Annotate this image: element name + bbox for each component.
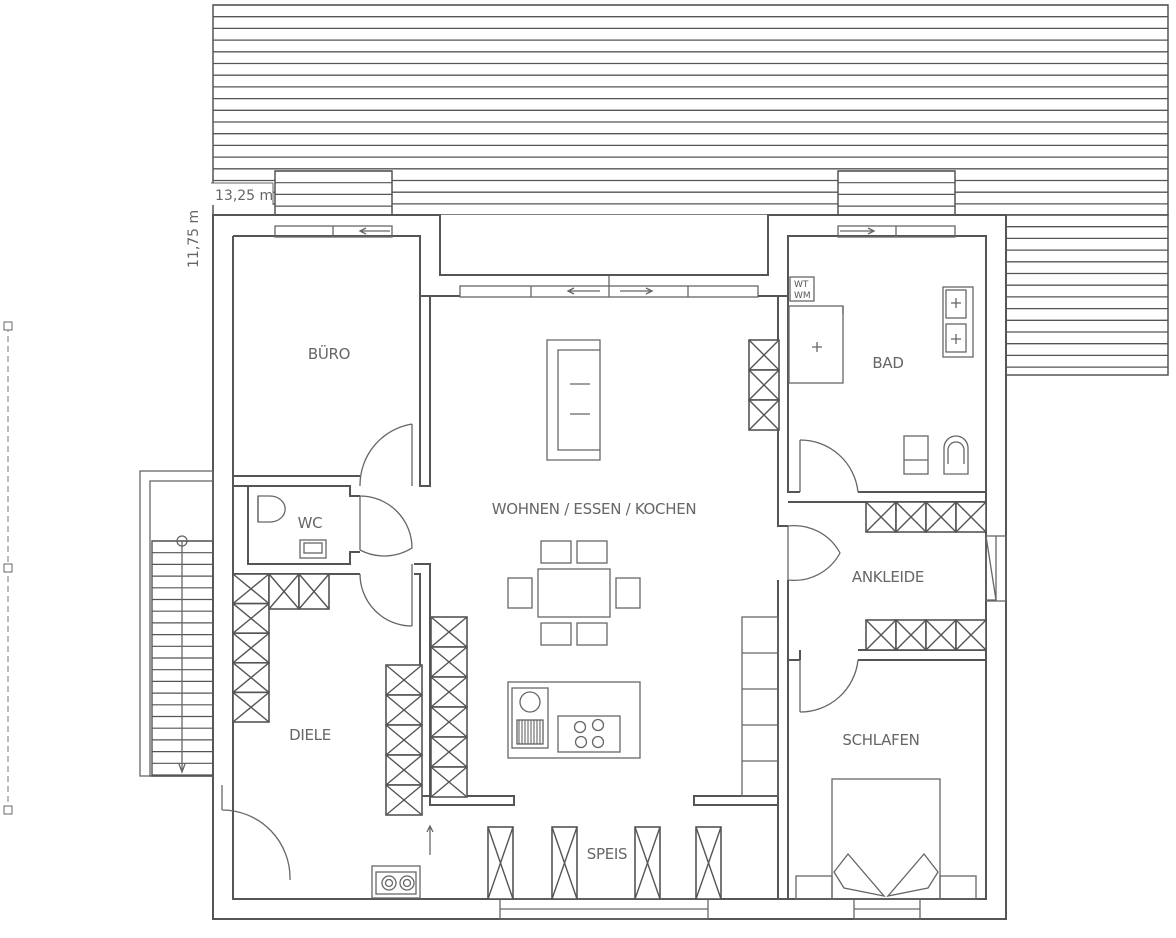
doors (221, 423, 997, 881)
dimension-depth: 11,75 m (186, 210, 202, 268)
cabinet-unit (430, 616, 468, 648)
cabinet-unit (385, 754, 423, 786)
cabinet-unit (895, 501, 927, 533)
cabinet-unit (865, 619, 897, 651)
bed (795, 778, 977, 900)
diele-cooktop (371, 865, 421, 899)
bath-fixtures (788, 276, 974, 475)
washtable-label: WT (794, 280, 809, 290)
cabinet-unit (865, 501, 897, 533)
cabinet-unit (232, 602, 270, 634)
cabinet-unit (385, 724, 423, 756)
cabinet-unit (385, 694, 423, 726)
cabinet-unit (268, 573, 300, 610)
dimension-lines (3, 182, 274, 815)
room-label-schlafen: SCHLAFEN (842, 731, 919, 749)
cabinets (232, 339, 987, 900)
cabinet-unit (385, 664, 423, 696)
sofa (546, 339, 601, 461)
washing-machine-label: WM (794, 291, 811, 301)
room-label-diele: DIELE (289, 726, 331, 744)
cabinet-unit (955, 501, 987, 533)
cabinet-unit (695, 826, 722, 900)
room-label-speis: SPEIS (587, 845, 628, 863)
windows (274, 225, 1007, 920)
dimension-width: 13,25 m (215, 188, 273, 204)
cabinet-unit (385, 784, 423, 816)
cabinet-unit (634, 826, 661, 900)
cabinet-unit (748, 369, 780, 401)
staircase (139, 470, 214, 777)
dining-table (507, 540, 641, 646)
cabinet-unit (551, 826, 578, 900)
room-label-bad: BAD (872, 354, 903, 372)
wc-fixtures (257, 495, 327, 559)
cabinet-unit (232, 573, 270, 605)
cabinet-unit (487, 826, 514, 900)
cabinet-unit (895, 619, 927, 651)
cabinet-unit (430, 706, 468, 738)
room-label-wohnen: WOHNEN / ESSEN / KOCHEN (492, 500, 697, 518)
cabinet-unit (298, 573, 330, 610)
outer-walls (212, 214, 1007, 920)
room-label-wc: WC (298, 514, 323, 532)
cabinet-unit (925, 619, 957, 651)
room-label-buero: BÜRO (308, 344, 350, 363)
cabinet-unit (232, 691, 270, 723)
cabinet-unit (925, 501, 957, 533)
cabinet-unit (430, 646, 468, 678)
cabinet-unit (430, 676, 468, 708)
cabinet-unit (430, 766, 468, 798)
cabinet-unit (232, 632, 270, 664)
kitchen-island (507, 681, 641, 759)
cabinet-unit (232, 661, 270, 694)
cabinet-unit (430, 736, 468, 768)
kitchen-counter (741, 616, 779, 797)
cabinet-unit (748, 339, 780, 371)
cabinet-unit (955, 619, 987, 651)
cabinet-unit (748, 399, 780, 431)
room-label-ankleide: ANKLEIDE (852, 568, 924, 586)
